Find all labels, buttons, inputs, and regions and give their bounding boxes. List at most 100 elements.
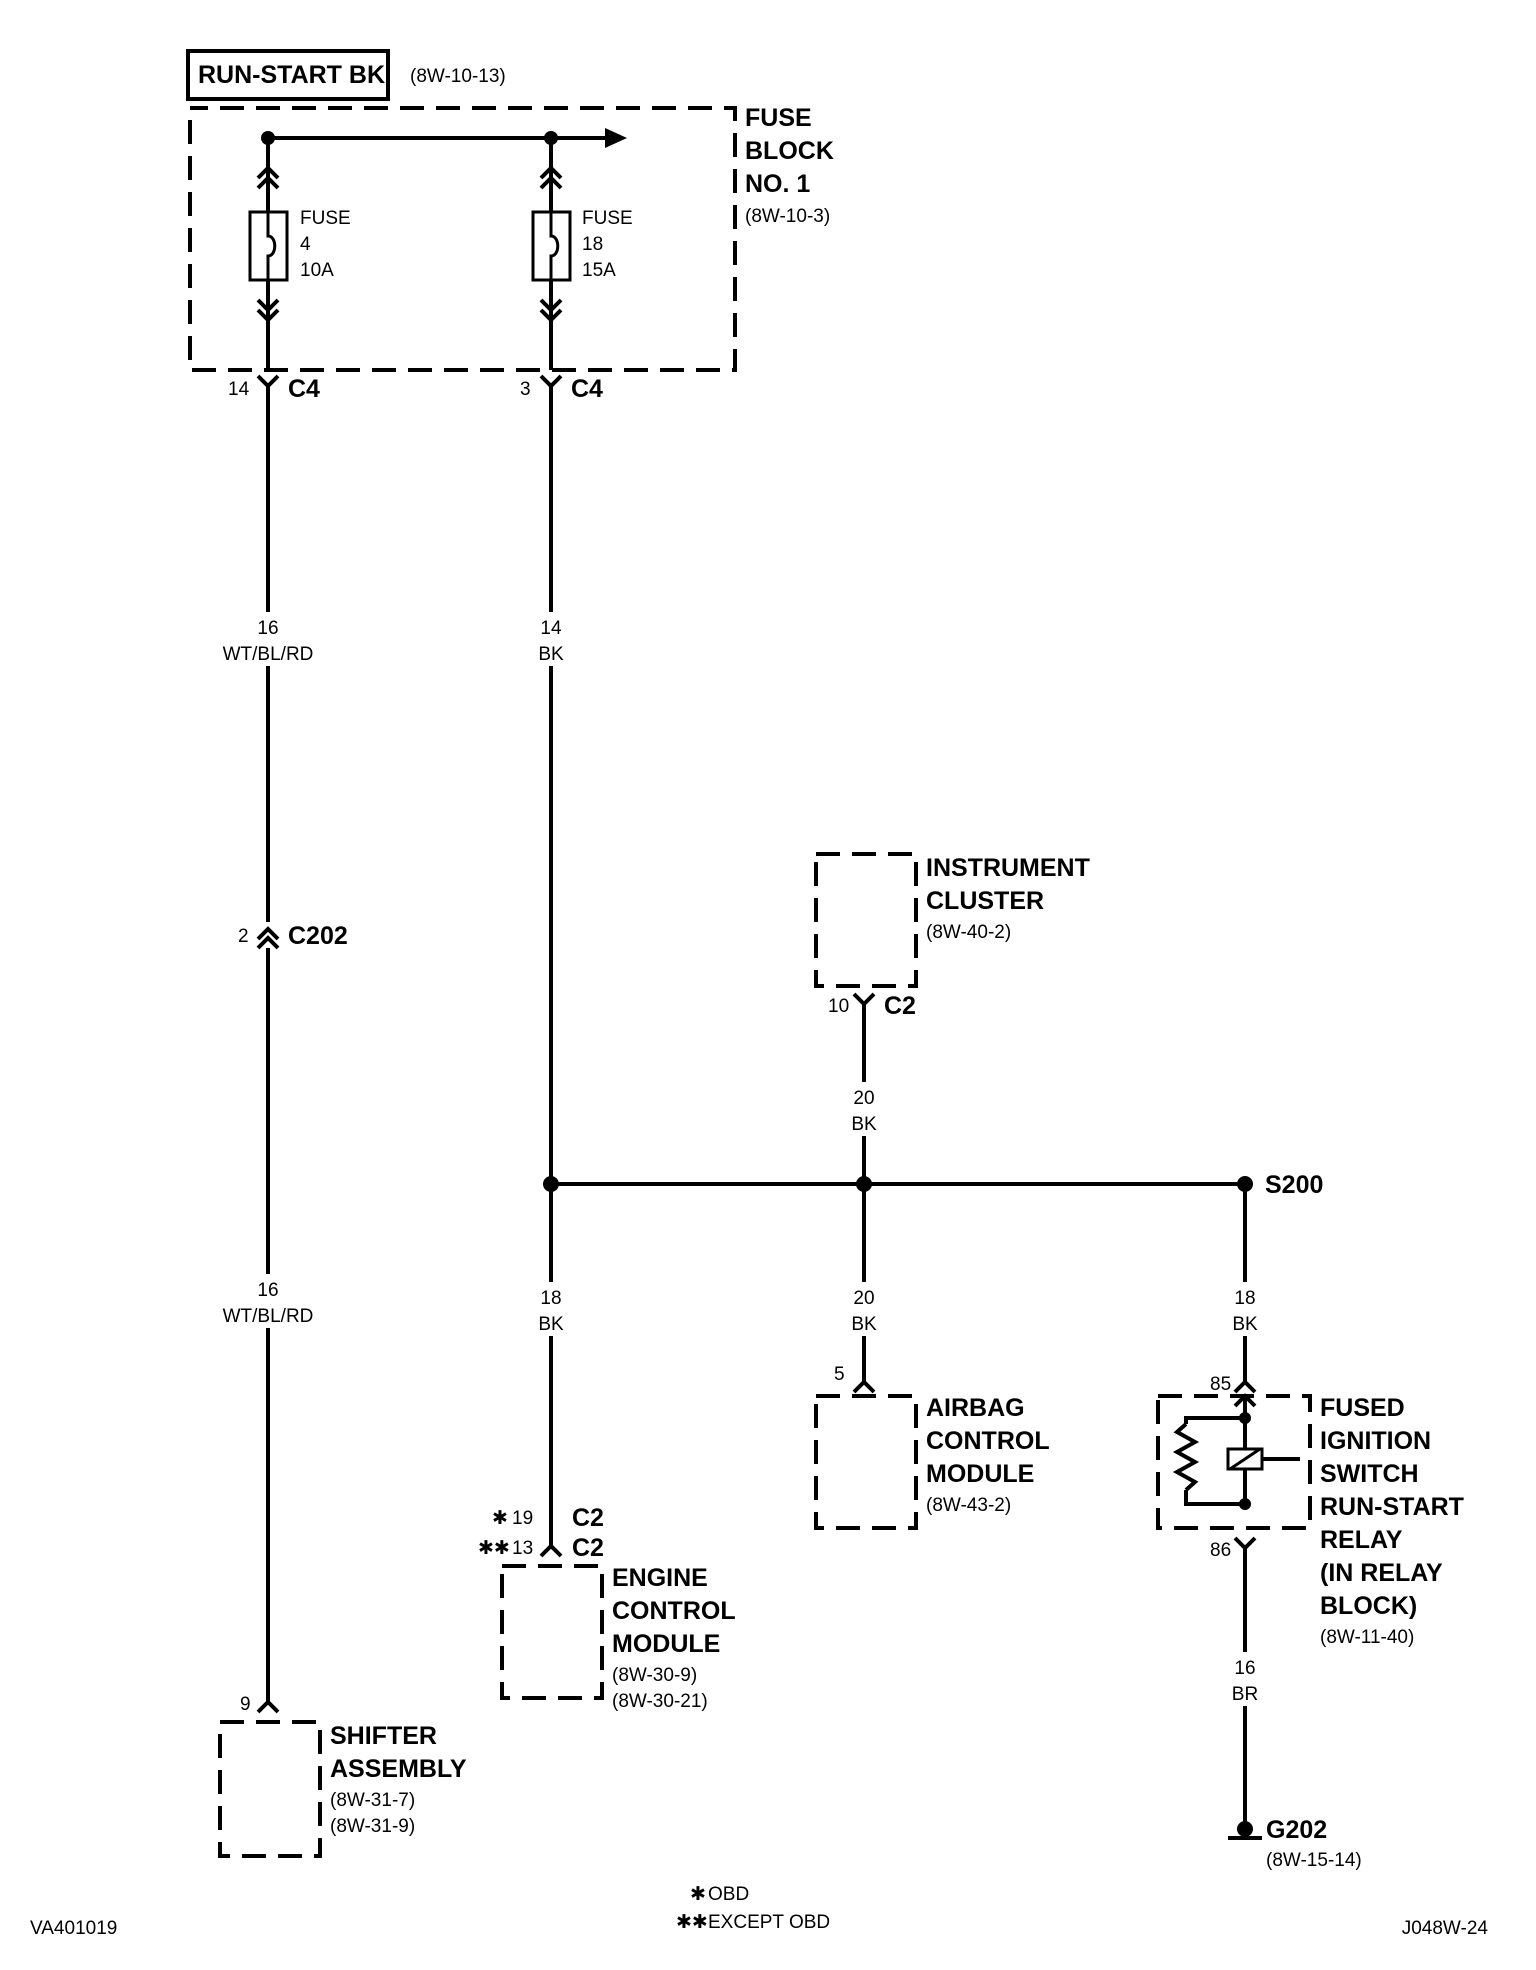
wire-color: WT/BL/RD <box>223 644 314 665</box>
airbag-control-module: 20 BK 5 AIRBAG CONTROL MODULE (8W-43-2) <box>814 1184 1050 1530</box>
airbag-name-3: MODULE <box>926 1460 1034 1488</box>
ecm-name-3: MODULE <box>612 1630 720 1658</box>
ecm-ref-1: (8W-30-9) <box>612 1665 697 1686</box>
bus-arrow-icon <box>605 128 627 148</box>
relay-name-6: (IN RELAY <box>1320 1559 1443 1587</box>
relay-ref: (8W-11-40) <box>1320 1627 1414 1648</box>
wire-gauge: 18 <box>1234 1288 1255 1309</box>
source-label: RUN-START BK <box>198 61 385 89</box>
shifter-name-2: ASSEMBLY <box>330 1755 467 1783</box>
legend: ✱ OBD ✱✱ EXCEPT OBD <box>676 1884 830 1933</box>
fuse-4-label: FUSE <box>300 208 351 229</box>
fuse-block-title-1: FUSE <box>745 104 812 132</box>
relay-pin-85: 85 <box>1210 1374 1231 1395</box>
except-obd-mark: ✱✱ <box>478 1538 510 1559</box>
fuse-block-title-2: BLOCK <box>745 137 834 165</box>
wire-color: BK <box>538 644 564 665</box>
fuse-element-icon <box>549 212 560 280</box>
wire-gauge: 18 <box>540 1288 561 1309</box>
fuse-4: FUSE 4 10A <box>248 138 351 370</box>
wire-color: BK <box>538 1314 564 1335</box>
fuse-18-rating: 15A <box>582 260 616 281</box>
wire-gauge: 16 <box>257 1280 278 1301</box>
ic-name-2: CLUSTER <box>926 887 1044 915</box>
run-start-source: RUN-START BK (8W-10-13) <box>186 49 506 101</box>
ground-g202: 16 BR G202 (8W-15-14) <box>1228 1548 1362 1871</box>
relay-name-3: SWITCH <box>1320 1460 1419 1488</box>
ecm-c2-obd-name: C2 <box>572 1504 604 1532</box>
fuse-element-icon <box>266 212 277 280</box>
fuse-4-number: 4 <box>300 234 311 255</box>
wire-bk-main: 14 BK <box>538 386 564 1184</box>
relay-pin-86: 86 <box>1210 1540 1231 1561</box>
fuse-block-ref: (8W-10-3) <box>745 206 830 227</box>
ground-ref: (8W-15-14) <box>1266 1850 1362 1871</box>
footer-left-id: VA401019 <box>30 1918 117 1939</box>
airbag-name-2: CONTROL <box>926 1427 1050 1455</box>
c202-pin: 2 <box>238 926 249 947</box>
wire-shifter-feed: 16 WT/BL/RD 16 WT/BL/RD <box>223 386 314 1714</box>
shifter-ref-2: (8W-31-9) <box>330 1816 415 1837</box>
relay-name-2: IGNITION <box>1320 1427 1431 1455</box>
airbag-name-1: AIRBAG <box>926 1394 1025 1422</box>
ic-c2-name: C2 <box>884 992 916 1020</box>
instrument-cluster: INSTRUMENT CLUSTER (8W-40-2) 10 C2 20 BK <box>814 852 1090 1184</box>
footer-right-id: J048W-24 <box>1402 1918 1489 1939</box>
wire-color: BK <box>851 1114 877 1135</box>
ecm-c2-except-name: C2 <box>572 1534 604 1562</box>
fuse-18-label: FUSE <box>582 208 633 229</box>
airbag-ref: (8W-43-2) <box>926 1495 1011 1516</box>
ic-ref: (8W-40-2) <box>926 922 1011 943</box>
fuse-4-rating: 10A <box>300 260 334 281</box>
splice-bus: S200 <box>543 1171 1323 1199</box>
splice-s200-name: S200 <box>1265 1171 1323 1199</box>
wire-gauge: 16 <box>257 618 278 639</box>
shifter-assembly: 9 SHIFTER ASSEMBLY (8W-31-7) (8W-31-9) <box>218 1694 467 1858</box>
wire-ecm: 18 BK <box>538 1184 564 1558</box>
legend-obd-mark: ✱ <box>690 1884 706 1905</box>
ecm-ref-2: (8W-30-21) <box>612 1691 708 1712</box>
fuse-block: FUSE BLOCK NO. 1 (8W-10-3) FUSE 4 10A <box>188 104 834 372</box>
connector-ecm-c2: ✱ 19 C2 ✱✱ 13 C2 <box>478 1504 604 1562</box>
shifter-name-1: SHIFTER <box>330 1722 437 1750</box>
ground-icon <box>1237 1821 1253 1837</box>
legend-except-mark: ✱✱ <box>676 1912 708 1933</box>
connector-c4-right: 3 C4 <box>520 374 603 403</box>
ic-c2-pin: 10 <box>828 996 849 1017</box>
fuse-18: FUSE 18 15A <box>531 138 633 370</box>
fuse-block-title-3: NO. 1 <box>745 170 810 198</box>
c202-name: C202 <box>288 922 348 950</box>
legend-except-obd: EXCEPT OBD <box>708 1912 830 1933</box>
relay-name-7: BLOCK) <box>1320 1592 1417 1620</box>
wire-gauge: 16 <box>1234 1658 1255 1679</box>
wire-gauge: 14 <box>540 618 562 639</box>
relay-name-5: RELAY <box>1320 1526 1403 1554</box>
ecm-name-1: ENGINE <box>612 1564 708 1592</box>
wire-color: BK <box>1232 1314 1258 1335</box>
wire-gauge: 20 <box>853 1288 874 1309</box>
ecm-pin-except: 13 <box>512 1538 533 1559</box>
relay-name-4: RUN-START <box>1320 1493 1464 1521</box>
wire-color: BR <box>1232 1684 1258 1705</box>
legend-obd: OBD <box>708 1884 749 1905</box>
ecm-pin-obd: 19 <box>512 1508 533 1529</box>
connector-c202: 2 C202 <box>238 922 348 950</box>
c4-left-pin: 14 <box>228 379 250 400</box>
fuse-18-number: 18 <box>582 234 603 255</box>
ic-name-1: INSTRUMENT <box>926 854 1090 882</box>
c4-right-name: C4 <box>571 375 603 403</box>
wire-color: BK <box>851 1314 877 1335</box>
wire-gauge: 20 <box>853 1088 874 1109</box>
connector-c4-left: 14 C4 <box>228 374 320 403</box>
ground-name: G202 <box>1266 1816 1327 1844</box>
airbag-pin: 5 <box>834 1364 845 1385</box>
shifter-ref-1: (8W-31-7) <box>330 1790 415 1811</box>
shifter-pin: 9 <box>240 1694 251 1715</box>
ecm-name-2: CONTROL <box>612 1597 736 1625</box>
obd-mark: ✱ <box>492 1508 508 1529</box>
c4-right-pin: 3 <box>520 379 531 400</box>
c4-left-name: C4 <box>288 375 320 403</box>
run-start-relay: 18 BK 85 86 FUSED IGNITION SWITCH RUN-ST… <box>1156 1184 1464 1648</box>
relay-name-1: FUSED <box>1320 1394 1405 1422</box>
